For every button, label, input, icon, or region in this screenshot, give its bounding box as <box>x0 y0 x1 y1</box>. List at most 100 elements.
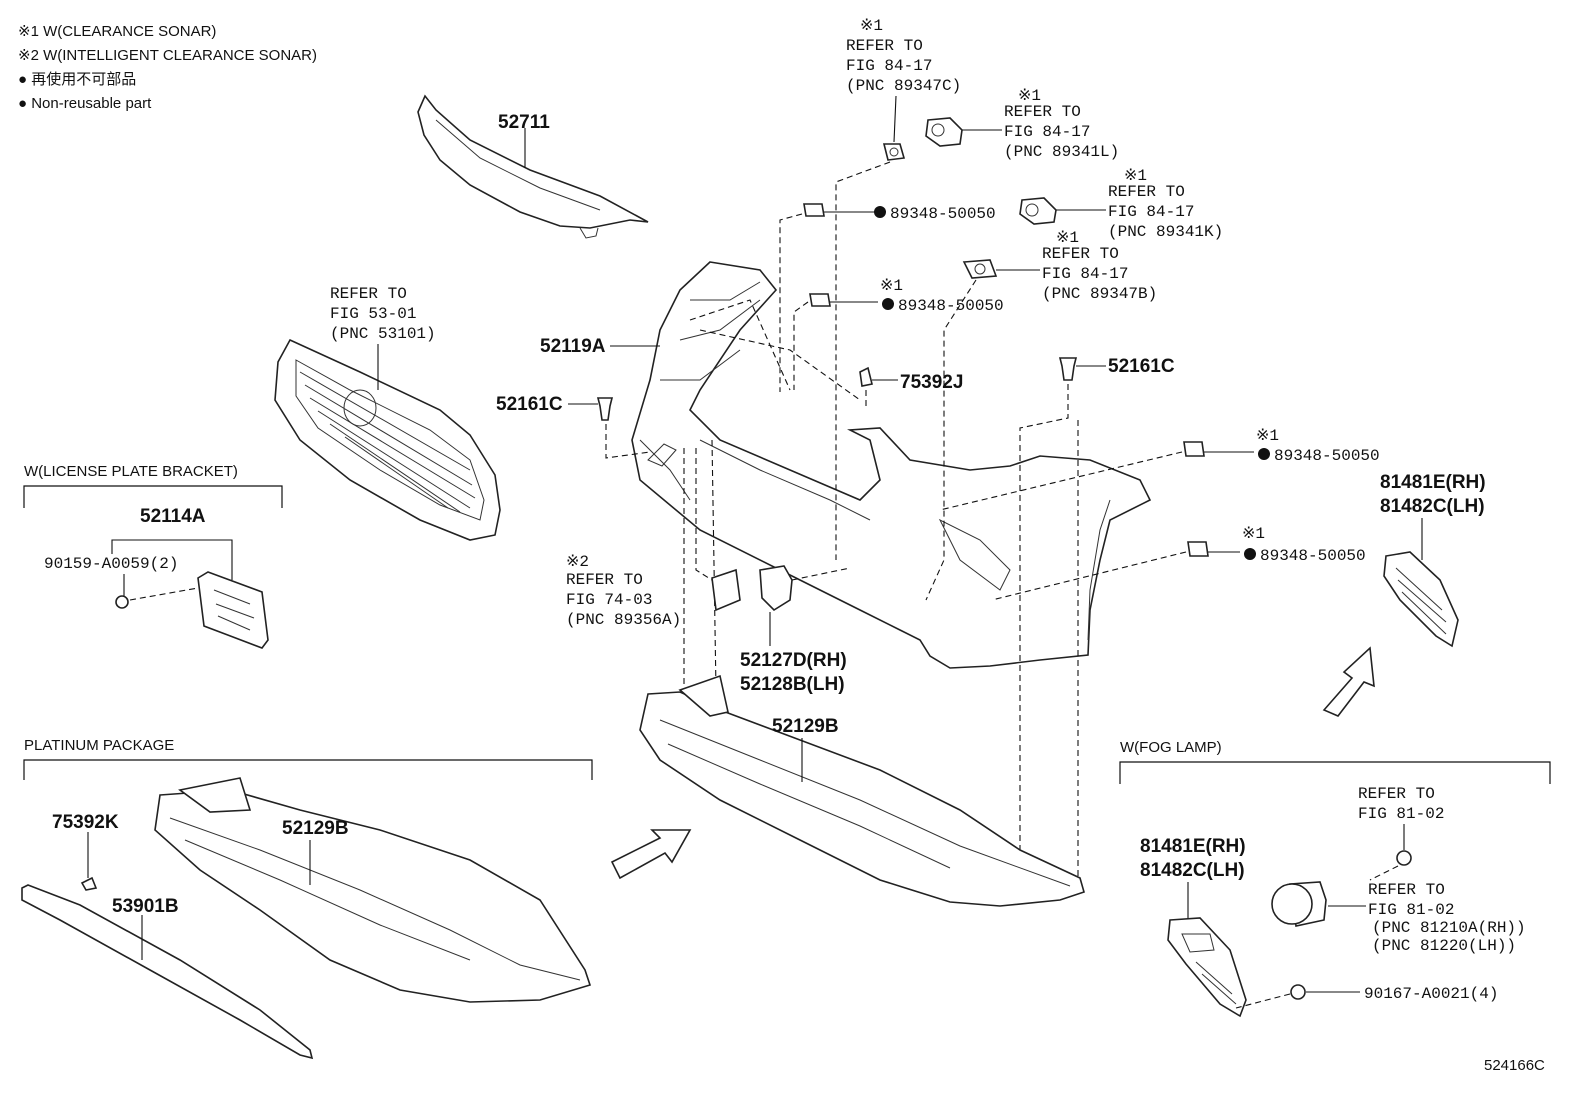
retainer-89348-3[interactable] <box>1183 441 1205 457</box>
part-label-89348-1[interactable]: 89348-50050 <box>890 205 996 223</box>
part-52129B-lower-spoiler[interactable] <box>639 674 1085 907</box>
ref-89347B-line2: FIG 84-17 <box>1042 265 1128 283</box>
mark-89348-4: ※1 <box>1242 525 1265 543</box>
part-90159-screw[interactable] <box>115 587 199 609</box>
sensor-89347C[interactable] <box>882 143 906 161</box>
dash-lower-2 <box>695 448 713 581</box>
part-label-75392J[interactable]: 75392J <box>900 372 963 393</box>
dash-89348-1 <box>779 213 803 392</box>
part-53901B-strip[interactable] <box>21 884 314 1060</box>
part-52129B-platinum[interactable] <box>154 777 592 1003</box>
part-75392J-clip[interactable] <box>859 366 873 387</box>
part-label-52129B-main[interactable]: 52129B <box>772 716 839 737</box>
dash-upper-b <box>689 299 791 391</box>
dash-upper-a <box>699 329 861 401</box>
part-label-52114A[interactable]: 52114A <box>140 506 206 527</box>
dash-52161C-right <box>1019 384 1069 884</box>
part-52161C-left-clip[interactable] <box>596 397 614 421</box>
ref-8102b-line1: REFER TO <box>1368 881 1445 899</box>
part-label-52161C-right[interactable]: 52161C <box>1108 356 1175 377</box>
grille-assembly[interactable] <box>274 338 501 541</box>
dash-89348-2 <box>793 301 809 390</box>
retainer-89348-1[interactable] <box>803 203 825 217</box>
ref-8102a-line2: FIG 81-02 <box>1358 805 1444 823</box>
part-label-52129B-platinum[interactable]: 52129B <box>282 818 349 839</box>
part-label-89348-4[interactable]: 89348-50050 <box>1260 547 1366 565</box>
nonreusable-dot-2 <box>882 298 894 310</box>
part-75392K-clip[interactable] <box>80 876 98 891</box>
ref-53101-line3: (PNC 53101) <box>330 325 436 343</box>
part-52119A-bumper-cover[interactable] <box>631 261 1152 669</box>
part-81481E-cover-top[interactable] <box>1383 551 1459 648</box>
legend-nonreusable-en: ● Non-reusable part <box>18 95 152 112</box>
ref-89347C-line3: (PNC 89347C) <box>846 77 961 95</box>
dash-89347B <box>925 279 977 601</box>
legend-note-1: ※1 W(CLEARANCE SONAR) <box>18 23 216 40</box>
part-52711-molding[interactable] <box>417 94 649 239</box>
section-fog-lamp-title: W(FOG LAMP) <box>1120 739 1222 756</box>
ref-89341L-line2: FIG 84-17 <box>1004 123 1090 141</box>
retainer-89348-4[interactable] <box>1187 541 1209 557</box>
part-label-52161C-left[interactable]: 52161C <box>496 394 563 415</box>
ref-89356A-line2: FIG 74-03 <box>566 591 652 609</box>
fog-screw[interactable] <box>1396 850 1412 866</box>
ref-89356A-line1: REFER TO <box>566 571 643 589</box>
section-license-plate-bracket <box>23 485 283 508</box>
ref-8102b-line3: (PNC 81210A(RH)) <box>1372 919 1526 937</box>
ref-89347B-line3: (PNC 89347B) <box>1042 285 1157 303</box>
ref-89347C-line1: REFER TO <box>846 37 923 55</box>
dash-lower-3 <box>711 439 717 691</box>
part-label-53901B[interactable]: 53901B <box>112 896 179 917</box>
retainer-89348-2[interactable] <box>809 293 831 307</box>
mark-89347B: ※1 <box>1056 229 1079 247</box>
part-label-81481E-top[interactable]: 81481E(RH) <box>1380 472 1486 493</box>
mark-89341K: ※1 <box>1124 167 1147 185</box>
section-platinum-bracket <box>23 759 593 780</box>
sensor-89341L[interactable] <box>925 117 963 147</box>
part-52114A-bracket[interactable] <box>197 571 269 649</box>
leader-52114A <box>111 539 233 580</box>
mark-89348-3: ※1 <box>1256 427 1279 445</box>
part-label-52127D[interactable]: 52127D(RH) <box>740 650 847 671</box>
nonreusable-dot-4 <box>1244 548 1256 560</box>
part-label-52119A[interactable]: 52119A <box>540 336 606 357</box>
legend-note-2: ※2 W(INTELLIGENT CLEARANCE SONAR) <box>18 47 317 64</box>
part-label-75392K[interactable]: 75392K <box>52 812 119 833</box>
part-label-90159[interactable]: 90159-A0059(2) <box>44 555 178 573</box>
section-license-plate-title: W(LICENSE PLATE BRACKET) <box>24 463 238 480</box>
section-fog-lamp-bracket <box>1119 761 1551 784</box>
direction-arrow-lower <box>610 829 692 880</box>
part-81481E-cover-fog[interactable] <box>1167 917 1247 1018</box>
sensor-89341K[interactable] <box>1019 197 1057 225</box>
part-label-81482C-top[interactable]: 81482C(LH) <box>1380 496 1485 517</box>
ref-53101-line1: REFER TO <box>330 285 407 303</box>
sensor-89347B[interactable] <box>962 259 998 279</box>
figure-id: 524166C <box>1484 1057 1545 1074</box>
dash-89348-3 <box>939 451 1183 511</box>
part-label-52711[interactable]: 52711 <box>498 112 550 133</box>
ref-53101-line2: FIG 53-01 <box>330 305 416 323</box>
ref-8102b-line4: (PNC 81220(LH)) <box>1372 937 1516 955</box>
ref-8102b-line2: FIG 81-02 <box>1368 901 1454 919</box>
part-label-52128B[interactable]: 52128B(LH) <box>740 674 845 695</box>
part-label-81482C-fog[interactable]: 81482C(LH) <box>1140 860 1245 881</box>
direction-arrow-right <box>1322 646 1375 717</box>
part-label-89348-3[interactable]: 89348-50050 <box>1274 447 1380 465</box>
sonar-cover-89356A[interactable] <box>711 568 741 612</box>
dash-52161C-left <box>605 424 651 459</box>
part-label-81481E-fog[interactable]: 81481E(RH) <box>1140 836 1246 857</box>
part-label-90167[interactable]: 90167-A0021(4) <box>1364 985 1498 1003</box>
fog-lamp-unit[interactable] <box>1271 881 1327 927</box>
part-90167-screw[interactable] <box>1290 984 1306 1000</box>
ref-89341L-line1: REFER TO <box>1004 103 1081 121</box>
part-label-89348-2[interactable]: 89348-50050 <box>898 297 1004 315</box>
part-52161C-right-clip[interactable] <box>1058 357 1078 381</box>
ref-89341L-line3: (PNC 89341L) <box>1004 143 1119 161</box>
part-52127D-cap[interactable] <box>759 565 793 612</box>
mark-89341L: ※1 <box>1018 87 1041 105</box>
mark-89356A: ※2 <box>566 553 589 571</box>
ref-8102a-line1: REFER TO <box>1358 785 1435 803</box>
ref-89341K-line3: (PNC 89341K) <box>1108 223 1223 241</box>
